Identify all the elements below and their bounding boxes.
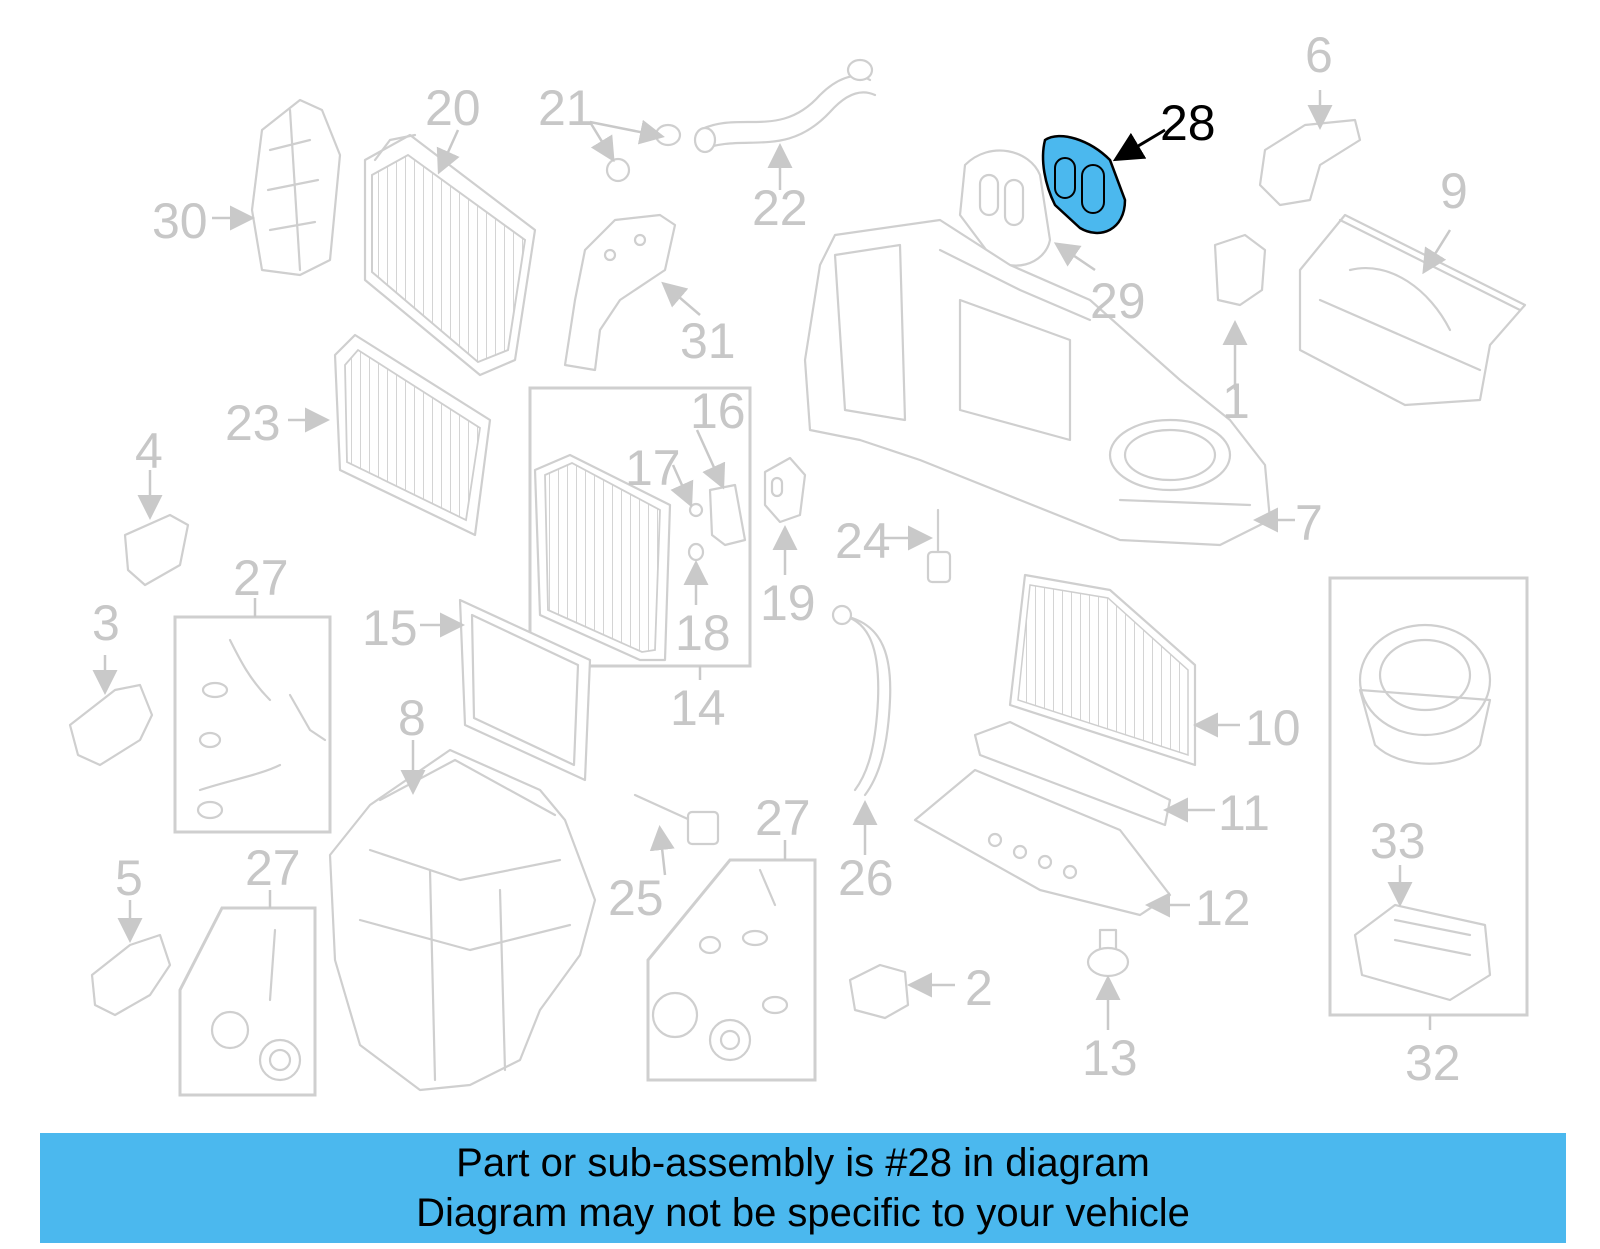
part-28-gasket[interactable] bbox=[1041, 134, 1127, 235]
callout-32: 32 bbox=[1405, 1035, 1461, 1091]
banner-line-1: Part or sub-assembly is #28 in diagram bbox=[456, 1141, 1150, 1185]
part-13-fastener[interactable] bbox=[1086, 928, 1130, 978]
callout-labels: 30 20 21 22 31 28 29 6 9 1 23 7 4 16 17 … bbox=[92, 27, 1468, 1091]
part-7-hvac-housing[interactable] bbox=[803, 218, 1272, 547]
part-1-actuator[interactable] bbox=[1213, 233, 1267, 307]
callout-3: 3 bbox=[92, 595, 120, 651]
callout-4: 4 bbox=[135, 423, 163, 479]
callout-27-c: 27 bbox=[755, 790, 811, 846]
group-14-box bbox=[528, 386, 752, 668]
callout-6: 6 bbox=[1305, 27, 1333, 83]
callout-2: 2 bbox=[965, 960, 993, 1016]
part-2-actuator[interactable] bbox=[848, 963, 910, 1020]
callout-9: 9 bbox=[1440, 163, 1468, 219]
parts-diagram: 30 20 21 22 31 28 29 6 9 1 23 7 4 16 17 … bbox=[68, 27, 1529, 1097]
callout-26: 26 bbox=[838, 850, 894, 906]
part-19-seal[interactable] bbox=[763, 456, 807, 524]
part-29-gasket[interactable] bbox=[958, 149, 1052, 267]
callout-29: 29 bbox=[1090, 273, 1146, 329]
part-27a-links[interactable] bbox=[196, 638, 327, 820]
callout-27-a: 27 bbox=[233, 550, 289, 606]
callout-24: 24 bbox=[835, 513, 891, 569]
callout-8: 8 bbox=[398, 690, 426, 746]
group-27c-box bbox=[646, 858, 817, 1082]
part-3-actuator[interactable] bbox=[68, 683, 154, 767]
part-27b-gears[interactable] bbox=[210, 928, 302, 1082]
callout-21: 21 bbox=[538, 80, 594, 136]
callout-28: 28 bbox=[1160, 95, 1216, 151]
callout-33: 33 bbox=[1370, 813, 1426, 869]
callout-7: 7 bbox=[1295, 495, 1323, 551]
group-32-box bbox=[1328, 576, 1529, 1017]
part-9-blower-housing[interactable] bbox=[1298, 213, 1527, 407]
part-14-evaporator[interactable] bbox=[533, 453, 747, 662]
callout-5: 5 bbox=[115, 850, 143, 906]
callout-16: 16 bbox=[690, 383, 746, 439]
callout-25: 25 bbox=[608, 870, 664, 926]
part-27c-gears[interactable] bbox=[651, 868, 789, 1062]
callout-14: 14 bbox=[670, 680, 726, 736]
callout-15: 15 bbox=[362, 600, 418, 656]
callout-1: 1 bbox=[1222, 373, 1250, 429]
callout-13: 13 bbox=[1082, 1030, 1138, 1086]
part-10-filter[interactable] bbox=[1008, 573, 1197, 767]
part-info-banner: Part or sub-assembly is #28 in diagram D… bbox=[40, 1133, 1566, 1243]
part-24-sensor[interactable] bbox=[926, 508, 952, 584]
part-21-22-pipes[interactable] bbox=[605, 58, 877, 183]
callout-12: 12 bbox=[1195, 880, 1251, 936]
group-27b-box bbox=[178, 906, 317, 1097]
callout-22: 22 bbox=[752, 180, 808, 236]
part-23-heat-exchanger[interactable] bbox=[333, 333, 492, 537]
part-32-blower-motor[interactable] bbox=[1358, 623, 1492, 765]
callout-31: 31 bbox=[680, 313, 736, 369]
callout-18: 18 bbox=[675, 605, 731, 661]
part-8-lower-housing[interactable] bbox=[328, 748, 597, 1092]
callout-23: 23 bbox=[225, 395, 281, 451]
leader-lines bbox=[92, 90, 1452, 1030]
callout-10: 10 bbox=[1245, 700, 1301, 756]
part-12-panel[interactable] bbox=[913, 768, 1172, 917]
part-4-actuator[interactable] bbox=[123, 513, 190, 587]
banner-line-2: Diagram may not be specific to your vehi… bbox=[416, 1191, 1190, 1235]
callout-27-b: 27 bbox=[245, 840, 301, 896]
part-33-resistor[interactable] bbox=[1353, 903, 1492, 1002]
callout-17: 17 bbox=[625, 440, 681, 496]
part-15-frame[interactable] bbox=[458, 598, 592, 782]
callout-30: 30 bbox=[152, 193, 208, 249]
part-6-actuator[interactable] bbox=[1258, 118, 1362, 207]
callout-19: 19 bbox=[760, 575, 816, 631]
callout-11: 11 bbox=[1218, 785, 1270, 841]
part-20-heater-core[interactable] bbox=[363, 133, 537, 377]
part-30-bracket[interactable] bbox=[250, 98, 342, 277]
part-25-sensor[interactable] bbox=[633, 793, 720, 846]
callout-20: 20 bbox=[425, 80, 481, 136]
group-27a-box bbox=[173, 615, 332, 834]
part-26-hose[interactable] bbox=[831, 604, 892, 797]
part-5-actuator[interactable] bbox=[90, 933, 172, 1017]
part-31-bracket[interactable] bbox=[563, 213, 677, 372]
